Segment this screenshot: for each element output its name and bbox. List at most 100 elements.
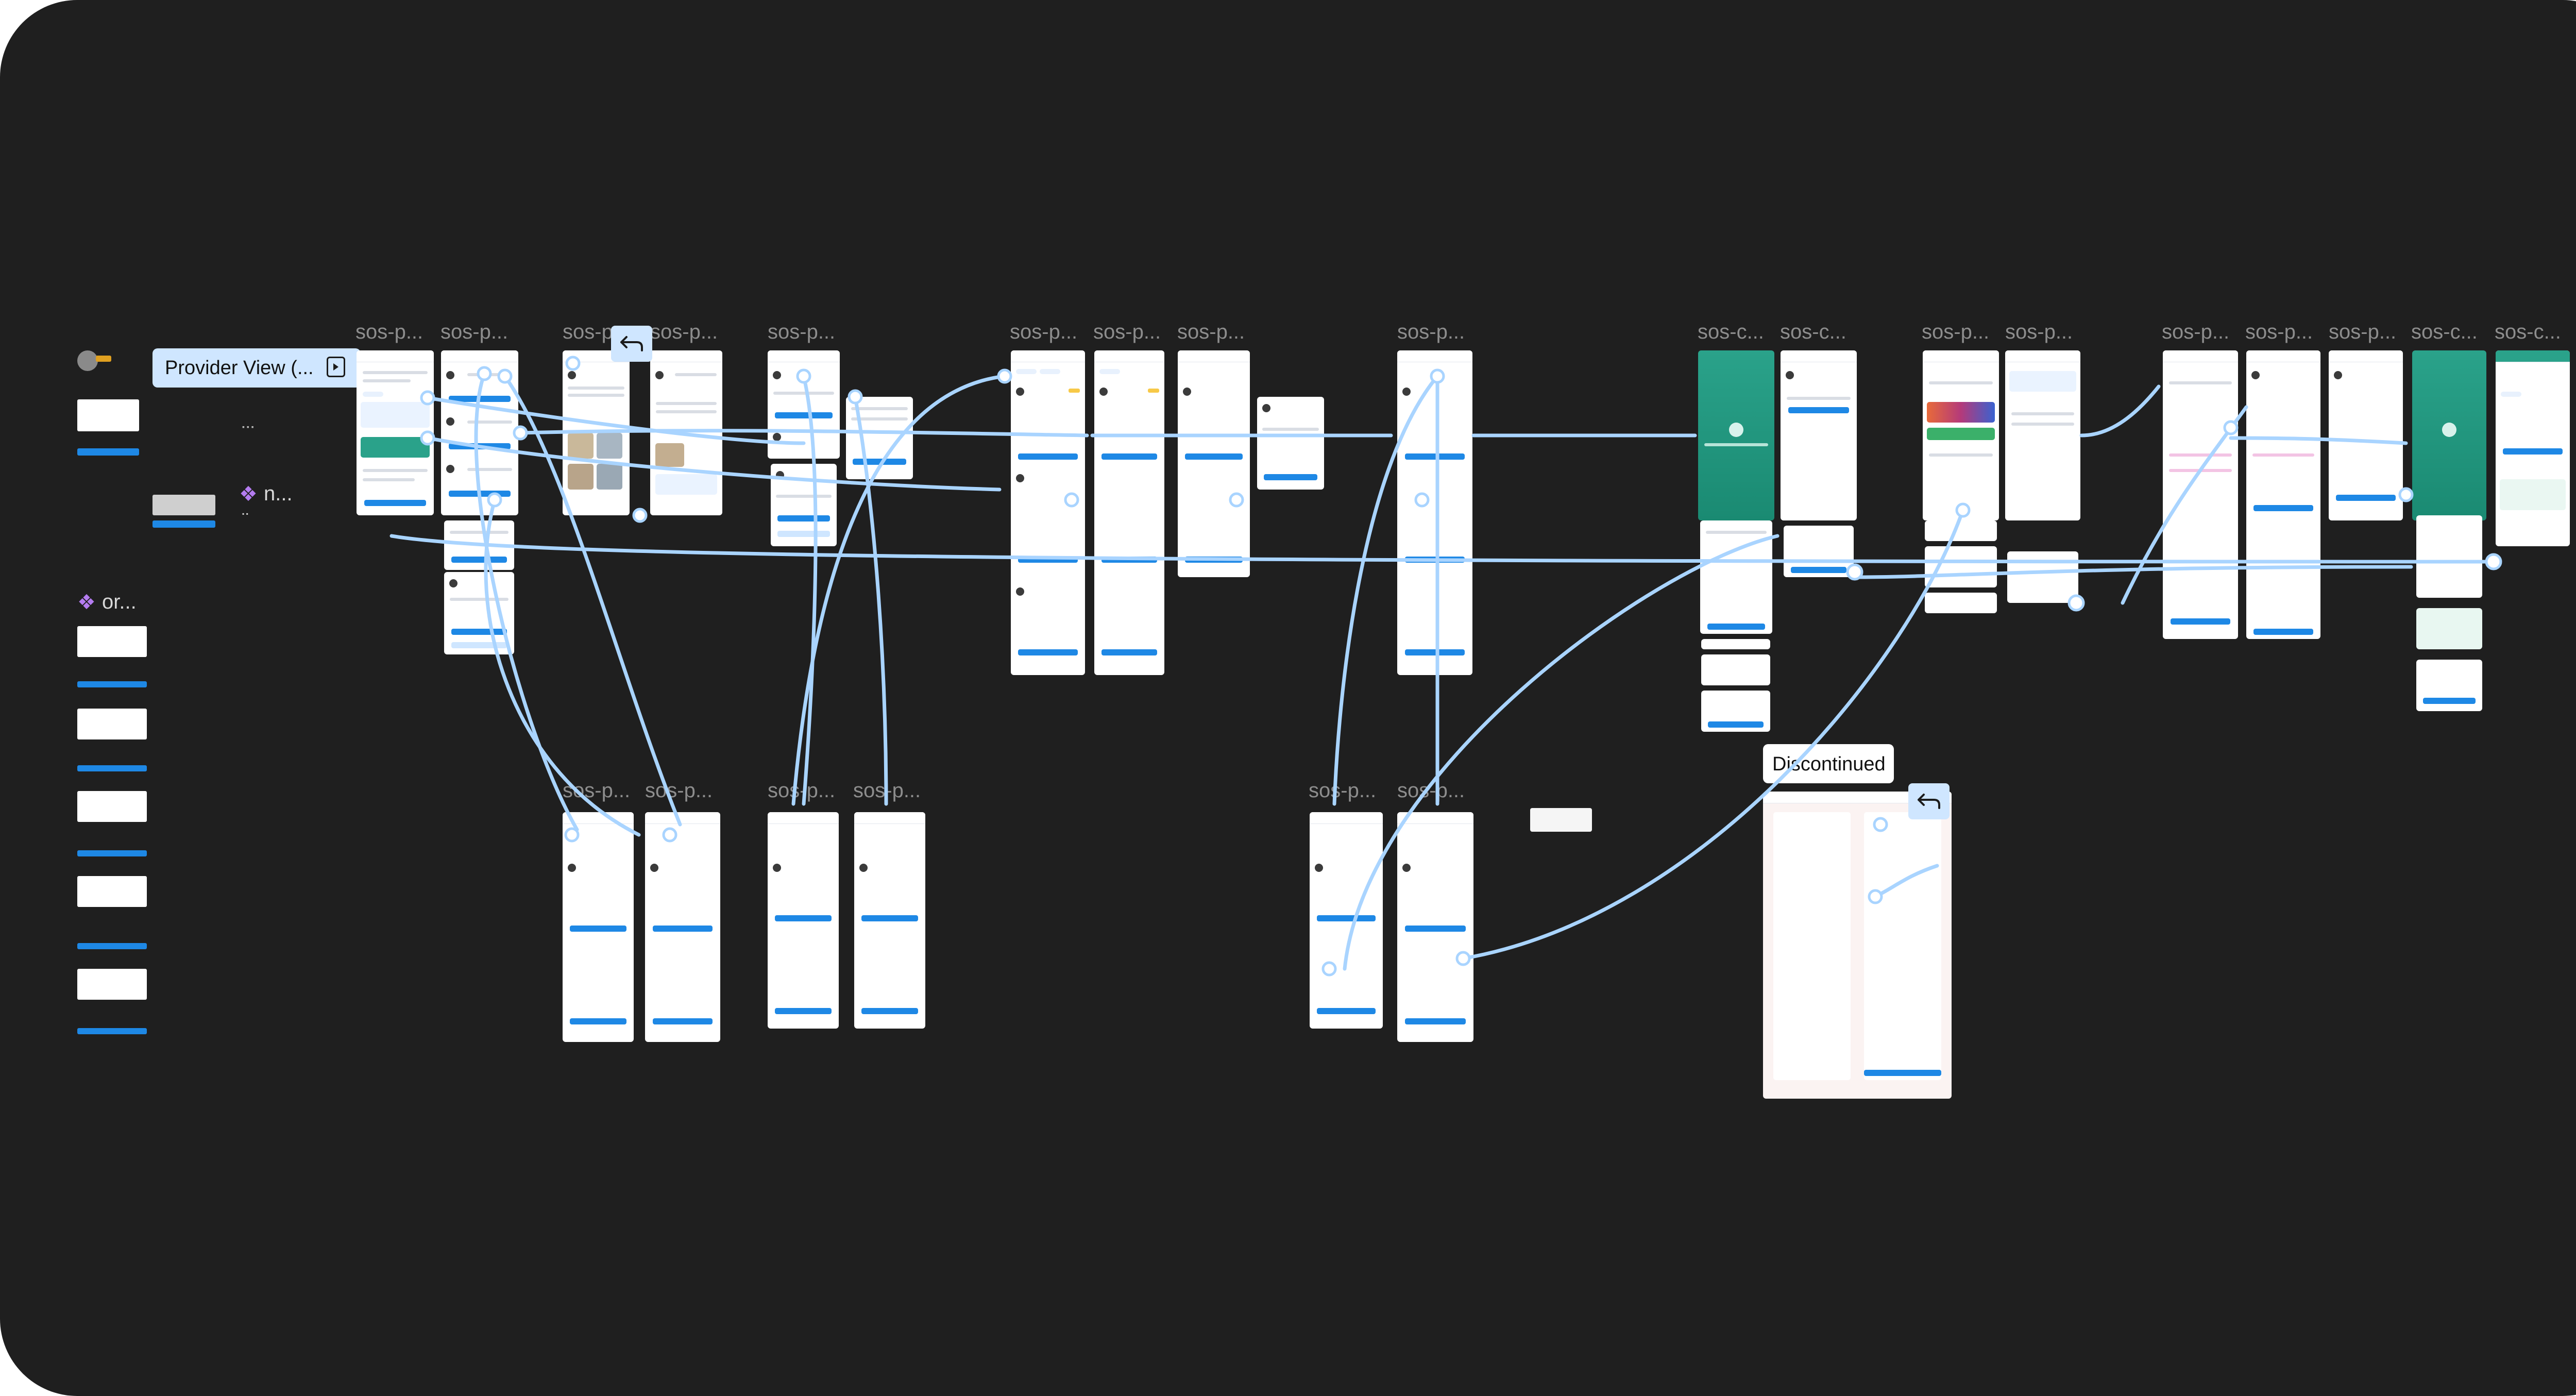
- photo-thumbnail[interactable]: [597, 433, 622, 459]
- primary-button[interactable]: [1404, 926, 1466, 932]
- primary-button[interactable]: [775, 412, 833, 418]
- discontinued-tag[interactable]: Discontinued: [1763, 744, 1894, 783]
- screen-frame[interactable]: [2246, 350, 2320, 639]
- back-tag[interactable]: [1908, 783, 1950, 819]
- primary-button[interactable]: [449, 443, 511, 449]
- primary-button[interactable]: [1018, 649, 1078, 655]
- primary-button[interactable]: [861, 1008, 919, 1014]
- primary-button[interactable]: [2336, 495, 2396, 501]
- discontinued-screen-frame[interactable]: [1763, 792, 1952, 1099]
- screen-frame[interactable]: [1923, 350, 1999, 520]
- filter-chip[interactable]: [1040, 369, 1060, 374]
- screen-frame[interactable]: [563, 350, 630, 515]
- screen-frame[interactable]: [1397, 812, 1473, 1042]
- filter-chip[interactable]: [363, 392, 383, 397]
- screen-frame[interactable]: [441, 350, 518, 515]
- avatar-row-component[interactable]: [77, 350, 98, 371]
- primary-button[interactable]: [774, 1008, 832, 1014]
- stack-card-button[interactable]: [77, 765, 147, 771]
- screen-frame-continuation[interactable]: [1784, 526, 1854, 577]
- secondary-button[interactable]: [777, 531, 831, 537]
- screen-frame[interactable]: [768, 350, 840, 459]
- screen-frame[interactable]: [1094, 350, 1164, 675]
- primary-button[interactable]: [1101, 453, 1158, 460]
- primary-button[interactable]: [569, 1018, 627, 1024]
- primary-button[interactable]: [2503, 448, 2563, 455]
- stack-card[interactable]: [77, 626, 147, 657]
- primary-button[interactable]: [451, 629, 507, 635]
- action-button-strip[interactable]: [77, 448, 139, 456]
- primary-button[interactable]: [1317, 1008, 1376, 1014]
- primary-button[interactable]: [2253, 629, 2313, 635]
- screen-frame-continuation[interactable]: [2416, 660, 2482, 711]
- primary-button[interactable]: [1788, 407, 1850, 413]
- primary-button[interactable]: [1864, 1070, 1941, 1076]
- screen-frame[interactable]: [1178, 350, 1250, 577]
- photo-thumbnail[interactable]: [597, 464, 622, 490]
- primary-button[interactable]: [652, 926, 713, 932]
- back-arrow-icon[interactable]: [1913, 788, 1944, 814]
- primary-button[interactable]: [1404, 649, 1465, 655]
- filter-chip[interactable]: [2501, 392, 2521, 397]
- primary-button[interactable]: [449, 396, 511, 402]
- screen-frame-continuation[interactable]: [1701, 654, 1770, 685]
- primary-button[interactable]: [774, 915, 832, 921]
- popup-frame[interactable]: [1257, 397, 1324, 490]
- screen-frame[interactable]: [357, 350, 434, 515]
- primary-button[interactable]: [1790, 567, 1847, 573]
- screen-frame[interactable]: [854, 812, 925, 1029]
- primary-button[interactable]: [1317, 915, 1376, 921]
- stack-card-button[interactable]: [77, 681, 147, 687]
- filter-chip[interactable]: [1099, 369, 1120, 374]
- screen-frame-continuation[interactable]: [444, 520, 514, 570]
- screen-frame[interactable]: [1781, 350, 1857, 520]
- primary-button[interactable]: [364, 500, 426, 506]
- stack-card[interactable]: [77, 791, 147, 822]
- success-screen-frame[interactable]: [2412, 350, 2486, 520]
- screen-frame-continuation[interactable]: [1925, 520, 1997, 541]
- screen-frame[interactable]: [645, 812, 720, 1042]
- filter-chip[interactable]: [1016, 369, 1037, 374]
- primary-button[interactable]: [777, 515, 831, 522]
- screen-frame[interactable]: [1310, 812, 1383, 1029]
- primary-button[interactable]: [2253, 505, 2313, 511]
- screen-frame-continuation[interactable]: [1701, 691, 1770, 732]
- sticky-note[interactable]: [1530, 808, 1592, 832]
- primary-button[interactable]: [1185, 453, 1243, 460]
- screen-frame-continuation[interactable]: [2416, 515, 2482, 598]
- primary-button[interactable]: [1185, 557, 1243, 563]
- screen-frame[interactable]: [2496, 350, 2570, 546]
- primary-button[interactable]: [1708, 721, 1764, 728]
- blue-button-component[interactable]: [152, 520, 215, 528]
- provider-info-card[interactable]: [77, 399, 139, 431]
- photo-thumbnail[interactable]: [655, 443, 684, 467]
- screen-frame-continuation[interactable]: [444, 572, 514, 654]
- primary-button[interactable]: [1101, 649, 1158, 655]
- screen-frame[interactable]: [650, 350, 722, 515]
- primary-button[interactable]: [2422, 698, 2476, 704]
- screen-frame[interactable]: [2163, 350, 2238, 639]
- primary-button[interactable]: [1018, 453, 1078, 460]
- flow-start-pill[interactable]: Provider View (...: [152, 348, 361, 388]
- stack-card-button[interactable]: [77, 850, 147, 856]
- photo-thumbnail[interactable]: [568, 433, 594, 459]
- back-tag[interactable]: [611, 326, 652, 362]
- play-icon[interactable]: [327, 357, 345, 377]
- side-component-label-1[interactable]: n...: [264, 482, 293, 505]
- stack-card[interactable]: [77, 969, 147, 1000]
- gray-note[interactable]: [152, 495, 215, 515]
- screen-frame-continuation[interactable]: [771, 464, 837, 546]
- primary-button[interactable]: [449, 491, 511, 497]
- primary-button[interactable]: [1404, 453, 1465, 460]
- primary-button[interactable]: [1707, 624, 1765, 630]
- primary-button[interactable]: [652, 1018, 713, 1024]
- stack-card[interactable]: [77, 876, 147, 907]
- screen-frame-continuation[interactable]: [1925, 546, 1997, 587]
- screen-frame-continuation[interactable]: [1700, 520, 1772, 634]
- primary-button[interactable]: [2170, 618, 2231, 625]
- primary-button[interactable]: [1018, 557, 1078, 563]
- primary-button[interactable]: [451, 557, 507, 563]
- primary-button[interactable]: [1404, 557, 1465, 563]
- screen-frame-continuation[interactable]: [1701, 639, 1770, 649]
- status-chip-component[interactable]: [96, 356, 111, 362]
